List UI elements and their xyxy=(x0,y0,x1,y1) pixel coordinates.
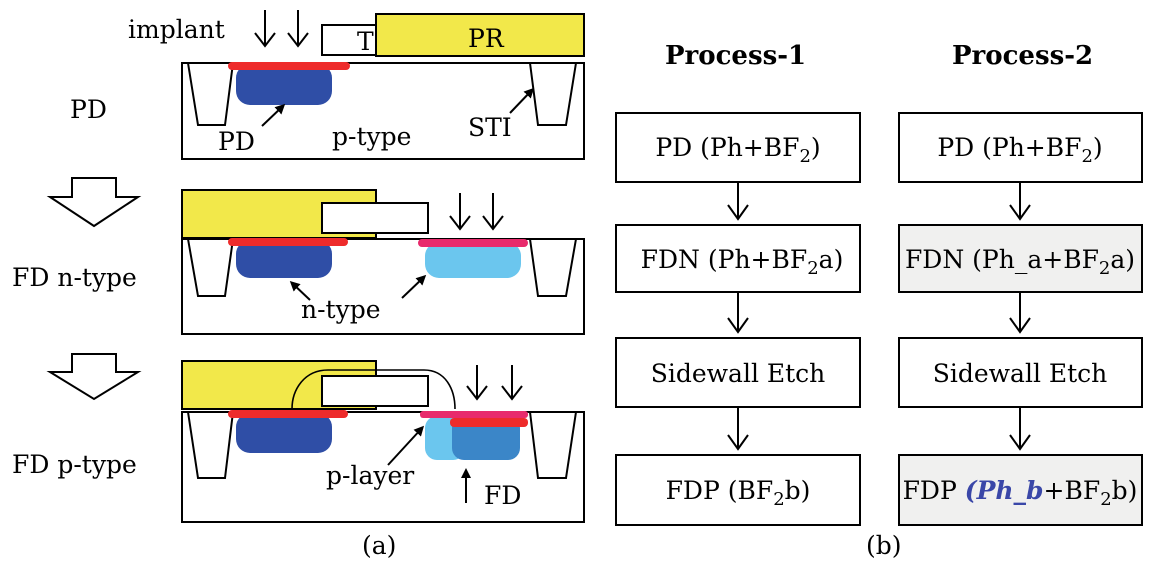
pd-region xyxy=(236,413,332,453)
stage-pd: implant TG PR PD p-type STI PD xyxy=(70,10,585,160)
step-label-fd-n-type: FD n-type xyxy=(12,263,137,292)
process-1-step-fdp xyxy=(615,454,861,526)
p-type-label: p-type xyxy=(332,122,411,151)
pointer-arrow-icon xyxy=(509,87,535,114)
panel-b: Process-1 Process-2 PD (Ph+BF2) FDN (Ph+… xyxy=(615,41,1143,560)
sti-trench xyxy=(529,411,577,479)
pointer-arrow-icon xyxy=(289,280,311,301)
implant-arrow-icon xyxy=(501,365,523,401)
step-label-pd: PD xyxy=(70,95,107,124)
process-1-step-text: FDN (Ph+BF2a) xyxy=(641,245,844,279)
flow-arrow-icon xyxy=(1009,293,1031,334)
flow-arrow-icon xyxy=(1009,408,1031,451)
fdp-implant-layer xyxy=(450,418,528,427)
process-1-title: Process-1 xyxy=(665,41,806,71)
process-1-step-text: Sidewall Etch xyxy=(651,359,826,388)
implant-arrow-icon xyxy=(254,10,276,48)
flow-arrow-icon xyxy=(727,183,749,221)
step-label-fd-p-type: FD p-type xyxy=(12,450,137,479)
stage-fd-p-type: p-layer FD FD p-type xyxy=(12,360,585,523)
photoresist xyxy=(375,13,585,57)
step-arrow-icon xyxy=(46,353,142,401)
pd-region xyxy=(236,64,332,105)
fd-label: FD xyxy=(484,481,521,510)
pointer-arrow-icon xyxy=(401,274,427,299)
process-1-step-text: FDP (BF2b) xyxy=(666,476,811,510)
process-1-step-fdn xyxy=(615,224,861,293)
pd-label: PD xyxy=(218,127,255,156)
flow-arrow-icon xyxy=(727,293,749,334)
p-implant-layer xyxy=(228,410,348,418)
pointer-arrow-icon xyxy=(387,425,425,466)
implant-label: implant xyxy=(128,15,225,44)
process-1-step-sidewall-etch xyxy=(615,337,861,408)
sti-trench xyxy=(529,238,577,297)
process-1-step-text: PD (Ph+BF2) xyxy=(655,133,820,167)
process-2-step-text: PD (Ph+BF2) xyxy=(937,133,1102,167)
process-2-title: Process-2 xyxy=(952,41,1093,71)
flow-arrow-icon xyxy=(1009,183,1031,221)
implant-arrow-icon xyxy=(482,193,504,231)
panel-b-caption: (b) xyxy=(866,531,902,560)
panel-a: implant TG PR PD p-type STI PD xyxy=(12,10,585,560)
stage-fd-n-type: n-type FD n-type xyxy=(12,189,585,335)
sti-trench xyxy=(187,62,234,126)
implant-arrow-icon xyxy=(449,193,471,231)
process-2-step-fdp xyxy=(898,454,1143,526)
process-2-step-text: FDP (Ph_b+BF2b) xyxy=(903,476,1138,510)
fdn-implant-layer xyxy=(420,411,528,418)
pr-label: PR xyxy=(468,24,505,53)
sti-trench xyxy=(187,411,234,479)
process-2-step-pd xyxy=(898,112,1143,183)
p-implant-layer xyxy=(228,62,350,70)
flow-arrow-icon xyxy=(727,408,749,451)
process-2-step-fdn xyxy=(898,224,1143,293)
process-2-step-sidewall-etch xyxy=(898,337,1143,408)
p-implant-layer xyxy=(228,238,348,246)
process-2-step-text: FDN (Ph_a+BF2a) xyxy=(905,245,1135,279)
pointer-arrow-icon xyxy=(261,103,286,127)
sti-trench xyxy=(187,238,234,297)
process-2-step-text: Sidewall Etch xyxy=(933,359,1108,388)
transfer-gate xyxy=(321,202,429,234)
n-type-region xyxy=(425,242,521,278)
transfer-gate xyxy=(321,375,429,407)
implant-arrow-icon xyxy=(287,10,309,48)
sidewall-spacer xyxy=(291,369,456,410)
fdn-implant-layer xyxy=(418,239,528,247)
process-1-step-pd xyxy=(615,112,861,183)
pd-region xyxy=(236,240,332,278)
step-arrow-icon xyxy=(46,177,142,228)
implant-arrow-icon xyxy=(466,365,488,401)
sti-label: STI xyxy=(468,113,512,142)
panel-a-caption: (a) xyxy=(362,531,396,560)
p-layer-label: p-layer xyxy=(326,461,414,490)
n-type-label: n-type xyxy=(301,295,381,324)
